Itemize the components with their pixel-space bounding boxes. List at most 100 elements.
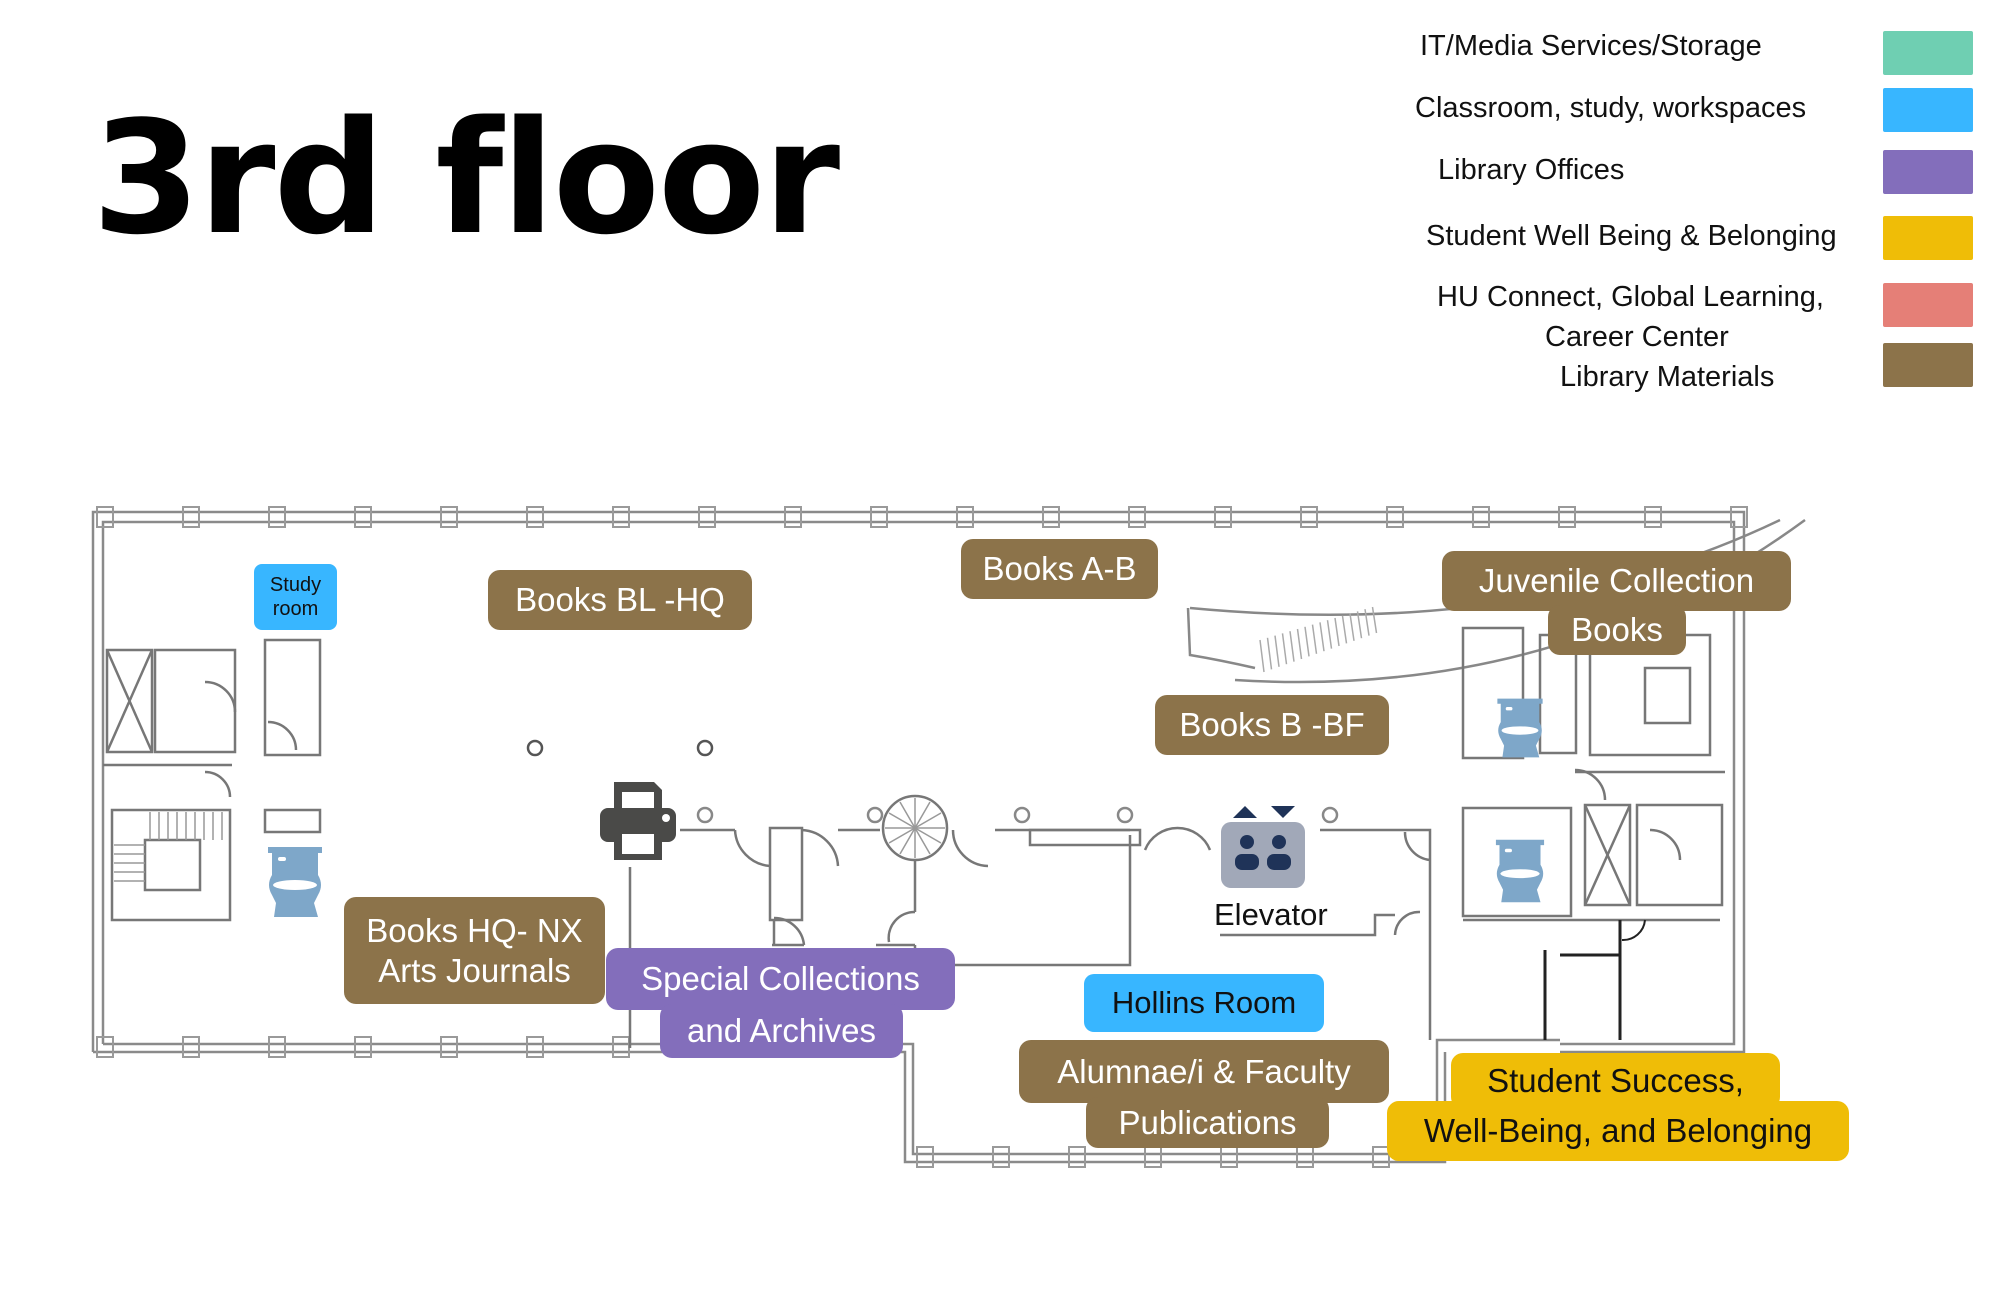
pilaster <box>1214 506 1232 528</box>
area-books-a-b[interactable]: Books A-B <box>961 539 1158 599</box>
area-alumnae-line2: Publications <box>1086 1097 1329 1148</box>
pilaster <box>784 506 802 528</box>
spiral-tread <box>899 801 916 829</box>
pilaster <box>96 506 114 528</box>
spiral-tread <box>914 812 942 829</box>
pilaster <box>1220 1146 1238 1168</box>
curved-stair-tread <box>1259 639 1265 673</box>
legend-swatch-student-well-being <box>1883 216 1973 260</box>
page-title: 3rd floor <box>92 87 840 269</box>
legend-swatch-classroom <box>1883 88 1973 132</box>
spiral-tread <box>888 812 916 829</box>
area-books-hq-nx-line1: Books HQ- NX <box>366 911 583 949</box>
pilaster <box>870 506 888 528</box>
study-room-walls <box>263 638 322 834</box>
columns <box>526 739 1339 824</box>
curved-stair-tread <box>1274 635 1280 667</box>
spiral-tread <box>914 801 931 829</box>
legend-swatch-it-media <box>1883 31 1973 75</box>
legend-label-student-well-being: Student Well Being & Belonging <box>1426 220 1837 252</box>
area-books-bl-hq[interactable]: Books BL -HQ <box>488 570 752 630</box>
pilaster <box>440 506 458 528</box>
spiral-tread <box>899 827 916 855</box>
pilaster <box>1372 1146 1390 1168</box>
curved-stair-tread <box>1281 633 1288 665</box>
area-student-success-line2: Well-Being, and Belonging <box>1387 1101 1849 1161</box>
area-study-room-line2: room <box>272 598 319 620</box>
pilaster <box>612 1036 630 1058</box>
curved-stair-tread <box>1289 631 1295 662</box>
legend-swatch-library-offices <box>1883 150 1973 194</box>
area-books-hq-nx[interactable]: Books HQ- NX Arts Journals <box>344 897 605 1004</box>
area-student-success-line1: Student Success, <box>1451 1053 1780 1109</box>
elevator-corridor <box>1220 828 1432 1040</box>
pilaster <box>1144 1146 1162 1168</box>
legend-label-library-offices: Library Offices <box>1438 154 1625 186</box>
legend-label-classroom: Classroom, study, workspaces <box>1415 92 1807 124</box>
pilaster <box>268 506 286 528</box>
pilaster <box>354 1036 372 1058</box>
restroom-icon[interactable] <box>1490 697 1550 759</box>
pilaster <box>354 506 372 528</box>
pilaster <box>698 506 716 528</box>
curved-stair-tread <box>1349 613 1355 641</box>
printer-icon[interactable] <box>596 778 680 862</box>
pilaster <box>1042 506 1060 528</box>
curved-stair-tread <box>1334 617 1340 647</box>
pilaster <box>612 506 630 528</box>
curved-stair-tread <box>1364 609 1370 636</box>
pilaster <box>1644 506 1662 528</box>
curved-stair-tread <box>1326 620 1333 649</box>
restroom-icon[interactable] <box>1490 838 1550 904</box>
area-books-hq-nx-line2: Arts Journals <box>378 951 571 989</box>
student-success-partitions <box>1543 919 1646 1040</box>
legend-label-hu-connect-line2: Career Center <box>1545 321 1729 353</box>
area-study-room-line1: Study <box>269 574 322 596</box>
pilaster <box>526 506 544 528</box>
pilaster <box>440 1036 458 1058</box>
pilaster <box>1730 506 1748 528</box>
restroom-icon[interactable] <box>264 845 326 919</box>
area-special-collections-line1: Special Collections <box>606 948 955 1010</box>
pilaster <box>1386 506 1404 528</box>
curved-stair-treads <box>1259 606 1378 673</box>
left-core <box>103 648 237 922</box>
pilaster <box>1300 506 1318 528</box>
area-hollins-room[interactable]: Hollins Room <box>1084 974 1324 1032</box>
pilaster <box>992 1146 1010 1168</box>
center-offices <box>628 794 1212 1048</box>
legend-label-hu-connect-line1: HU Connect, Global Learning, <box>1437 281 1824 313</box>
area-juvenile-line1: Juvenile Collection <box>1442 551 1791 611</box>
left-stair-treads <box>114 812 223 882</box>
pilaster <box>1296 1146 1314 1168</box>
pilaster <box>956 506 974 528</box>
curved-stair-tread <box>1304 626 1310 657</box>
elevator-label: Elevator <box>1210 897 1332 933</box>
pilaster <box>182 1036 200 1058</box>
legend-swatch-library-materials <box>1883 343 1973 387</box>
curved-stair-tread <box>1296 628 1303 660</box>
spiral-tread <box>888 827 916 844</box>
pilaster <box>916 1146 934 1168</box>
curved-stair-tread <box>1311 624 1318 654</box>
area-special-collections-line2: and Archives <box>660 1004 903 1058</box>
spiral-tread <box>914 827 931 855</box>
elevator-icon[interactable] <box>1219 800 1307 890</box>
legend-swatch-hu-connect <box>1883 283 1973 327</box>
spiral-tread <box>914 827 942 844</box>
spiral-stair <box>885 798 945 858</box>
curved-stair-tread <box>1319 622 1325 652</box>
pilaster <box>526 1036 544 1058</box>
curved-stair-tread <box>1266 637 1273 670</box>
curved-stair-tread <box>1341 615 1348 644</box>
pilaster <box>96 1036 114 1058</box>
curved-stair-tread <box>1371 606 1378 634</box>
pilaster <box>1128 506 1146 528</box>
area-books-b-bf[interactable]: Books B -BF <box>1155 695 1389 755</box>
pilaster <box>182 506 200 528</box>
area-study-room[interactable]: Study room <box>254 564 337 630</box>
area-juvenile-line2: Books <box>1548 605 1686 655</box>
pilaster <box>268 1036 286 1058</box>
pilaster <box>1472 506 1490 528</box>
pilaster <box>1558 506 1576 528</box>
